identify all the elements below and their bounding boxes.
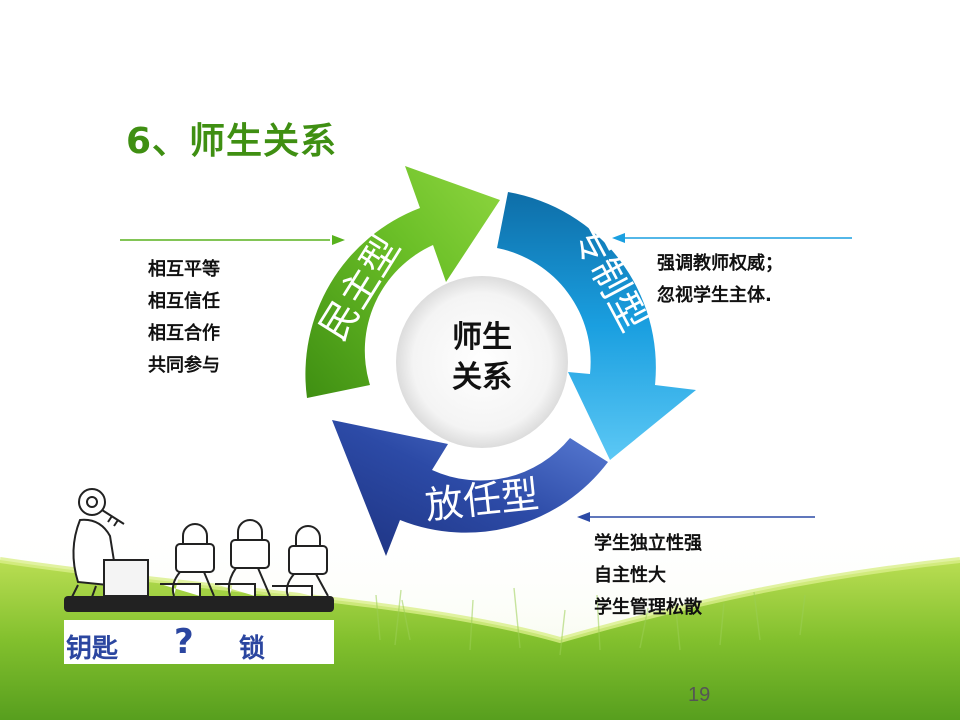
center-label-line1: 师生 xyxy=(452,320,512,355)
democratic-notes: 相互平等 相互信任 相互合作 共同参与 xyxy=(148,254,220,382)
lock-head-icon xyxy=(272,525,329,597)
democratic-note: 相互合作 xyxy=(148,323,220,344)
laissez-faire-note: 学生管理松散 xyxy=(594,597,702,618)
autocratic-arrow xyxy=(497,192,696,460)
laissez-faire-note: 学生独立性强 xyxy=(594,533,702,554)
caption-question: ? xyxy=(174,622,194,662)
center-label: 师生 关系 xyxy=(432,318,532,398)
laissez-faire-arrow xyxy=(332,420,608,556)
caption-key: 钥匙 xyxy=(66,634,119,664)
laissez-faire-note: 自主性大 xyxy=(594,565,666,586)
caption-lock: 锁 xyxy=(239,634,266,664)
lock-head-icon xyxy=(215,519,271,597)
page-number: 19 xyxy=(688,684,711,706)
democratic-note: 相互平等 xyxy=(148,259,220,280)
center-disc xyxy=(396,276,568,448)
autocratic-notes: 强调教师权威； 忽视学生主体. xyxy=(657,248,783,312)
democratic-arrow xyxy=(305,166,500,398)
autocratic-note: 忽视学生主体. xyxy=(657,285,772,306)
cartoon-caption: 钥匙 ? 锁 xyxy=(64,620,334,664)
slide-title: 6、师生关系 xyxy=(126,121,338,162)
center-label-line2: 关系 xyxy=(452,360,512,395)
lock-head-icon xyxy=(160,523,215,597)
laissez-faire-notes: 学生独立性强 自主性大 学生管理松散 xyxy=(594,528,702,624)
democratic-note: 相互信任 xyxy=(148,291,220,312)
autocratic-note: 强调教师权威； xyxy=(657,253,783,274)
democratic-note: 共同参与 xyxy=(148,355,220,376)
